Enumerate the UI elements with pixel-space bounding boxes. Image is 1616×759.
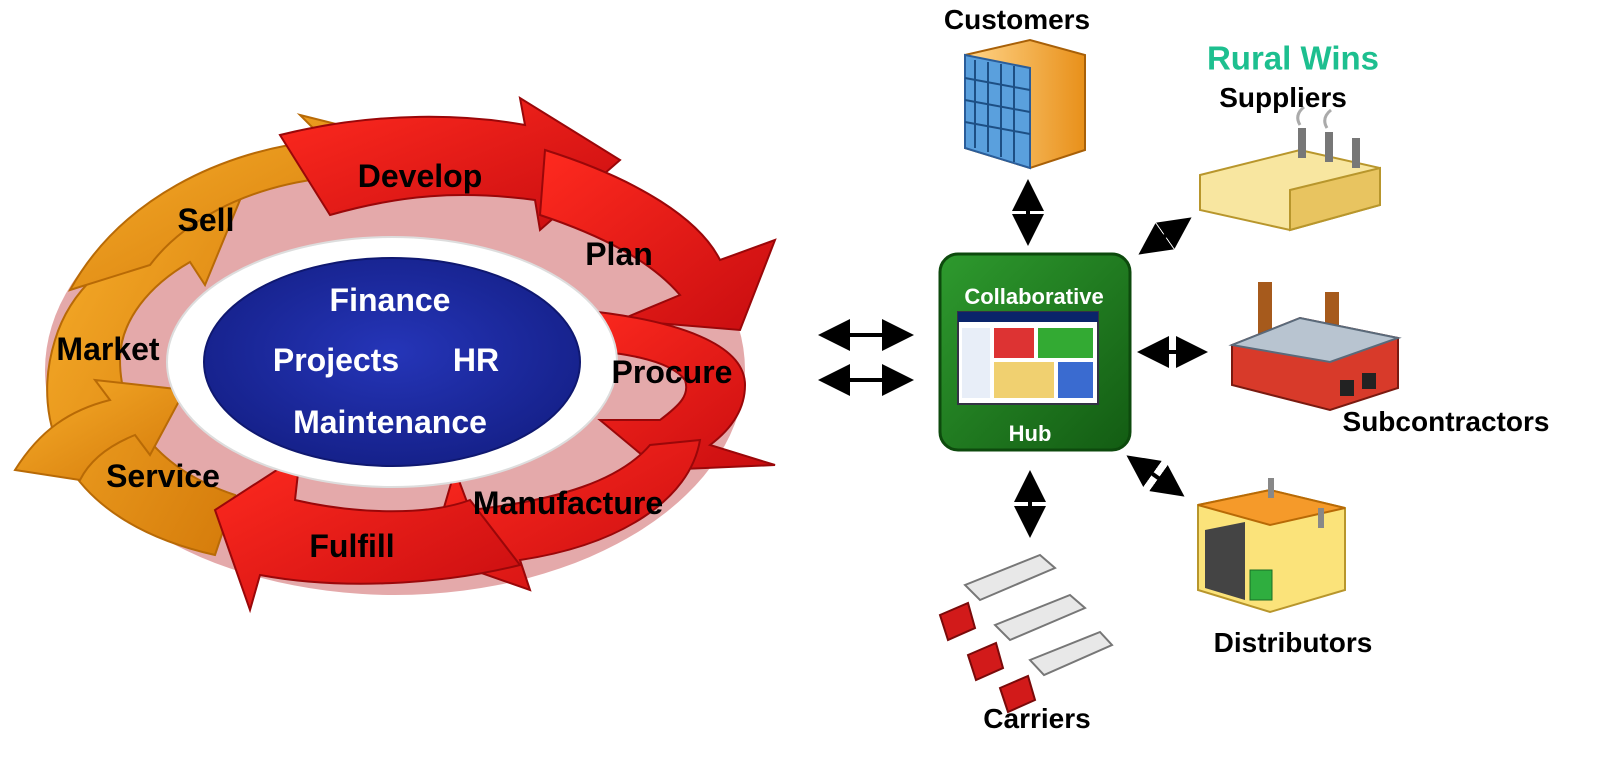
hub-title: Collaborative: [964, 284, 1104, 309]
core-ellipse: [203, 257, 581, 467]
core-maintenance: Maintenance: [293, 404, 487, 440]
stage-manufacture: Manufacture: [472, 485, 664, 521]
factory-icon: [1199, 105, 1381, 232]
arrow-service: [13, 378, 187, 482]
node-subcontractors: Subcontractors: [1342, 406, 1550, 437]
trucks-icon: [938, 553, 1114, 714]
node-suppliers: Suppliers: [1219, 82, 1347, 113]
collaborative-hub: [938, 252, 1132, 452]
core-finance: Finance: [329, 282, 451, 318]
core-hr: HR: [452, 342, 500, 378]
rural-wins-label: Rural Wins: [1206, 39, 1380, 77]
business-cycle: [13, 95, 777, 614]
stage-procure: Procure: [611, 354, 733, 390]
node-carriers: Carriers: [983, 703, 1091, 734]
arrow-fulfill: [213, 453, 522, 614]
arrow-plan: [538, 148, 777, 332]
arrow-develop: [278, 95, 622, 232]
node-distributors: Distributors: [1213, 627, 1373, 658]
node-customers: Customers: [943, 4, 1091, 35]
stage-service: Service: [106, 458, 220, 494]
stage-sell: Sell: [177, 202, 235, 238]
hub-subtitle: Hub: [1008, 421, 1052, 446]
building-icon: [964, 38, 1086, 170]
stage-fulfill: Fulfill: [309, 528, 395, 564]
warehouse-icon: [1197, 478, 1346, 614]
stage-market: Market: [56, 331, 160, 367]
stage-develop: Develop: [357, 158, 483, 194]
double-arrow-icon: [1138, 217, 1192, 255]
industrial-plant-icon: [1228, 282, 1402, 412]
core-projects: Projects: [272, 342, 400, 378]
double-arrow-icon: [1126, 455, 1185, 497]
stage-plan: Plan: [585, 236, 653, 272]
